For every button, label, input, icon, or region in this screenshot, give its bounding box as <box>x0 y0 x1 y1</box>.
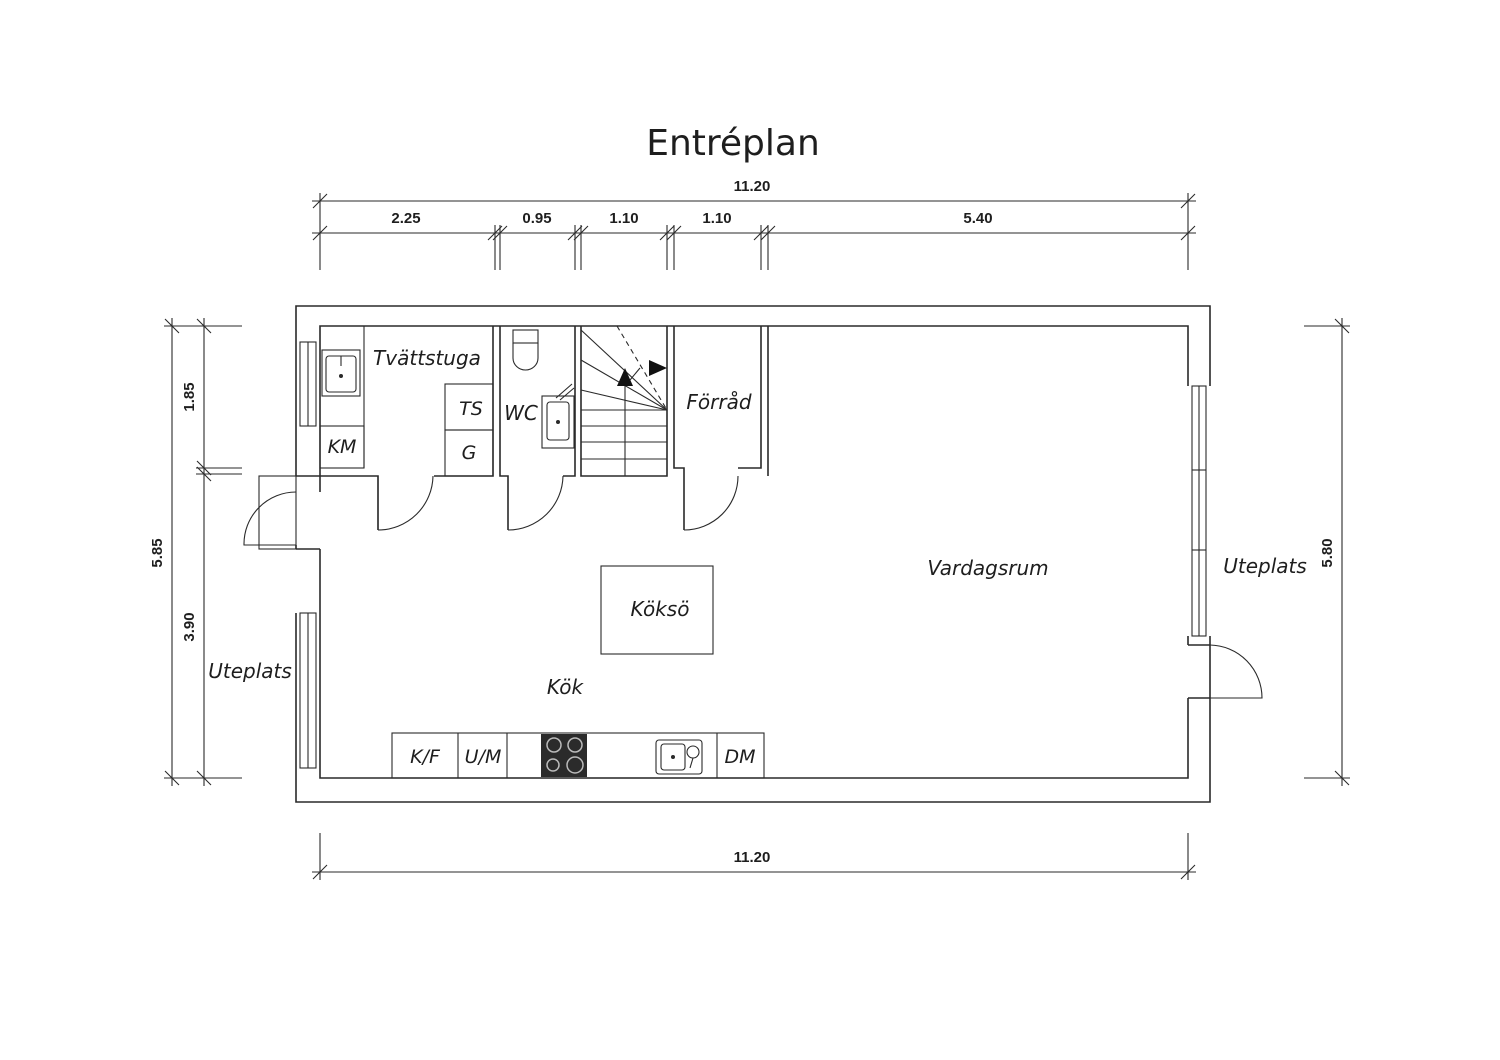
room-label-patio-left: Uteplats <box>208 659 292 683</box>
kitchen-counter <box>391 732 765 779</box>
toilet-icon <box>512 329 539 371</box>
room-label-patio-right: Uteplats <box>1223 554 1307 578</box>
dim-right-total: 5.80 <box>1319 538 1336 567</box>
fixture-label-washer: KM <box>328 436 357 458</box>
dim-top-segment: 1.10 <box>702 210 731 227</box>
kitchen-sink-icon <box>655 739 703 775</box>
room-label-kitchen: Kök <box>547 675 585 699</box>
fixture-label-dishwasher: DM <box>724 746 755 768</box>
room-label-island: Köksö <box>631 597 690 621</box>
fixture-label-fridge: K/F <box>410 746 441 768</box>
wc-sink-icon <box>541 383 575 449</box>
fixture-label-dryer: TS <box>459 398 483 420</box>
kitchen-island <box>600 565 714 655</box>
plan-title: Entréplan <box>646 123 820 164</box>
windows <box>299 341 1207 769</box>
fixture-label-g: G <box>462 442 477 464</box>
walls <box>295 305 1211 803</box>
doors <box>243 475 1263 699</box>
dim-left-lower: 3.90 <box>181 612 198 641</box>
room-label-living: Vardagsrum <box>927 556 1048 580</box>
stove-icon <box>541 734 587 777</box>
dim-top-segment: 2.25 <box>391 210 420 227</box>
dim-bottom-total: 11.20 <box>734 849 771 866</box>
g-cell <box>444 429 494 477</box>
room-label-laundry: Tvättstuga <box>373 346 481 370</box>
fixture-label-oven: U/M <box>465 746 502 768</box>
room-label-storage: Förråd <box>686 390 751 414</box>
dim-left-upper: 1.85 <box>181 382 198 411</box>
dim-top-segment: 1.10 <box>609 210 638 227</box>
bottom-dimension-line <box>312 833 1196 880</box>
laundry-sink-icon <box>321 349 361 397</box>
room-label-wc: WC <box>504 401 538 425</box>
left-dimension-lines <box>164 318 242 786</box>
dim-top-segment: 0.95 <box>522 210 551 227</box>
dim-left-total: 5.85 <box>149 538 166 567</box>
stairs-icon <box>580 325 668 476</box>
top-dimension-lines <box>312 193 1196 270</box>
dim-top-total: 11.20 <box>734 178 771 195</box>
right-dimension-line <box>1304 318 1350 786</box>
dim-top-segment: 5.40 <box>963 210 992 227</box>
